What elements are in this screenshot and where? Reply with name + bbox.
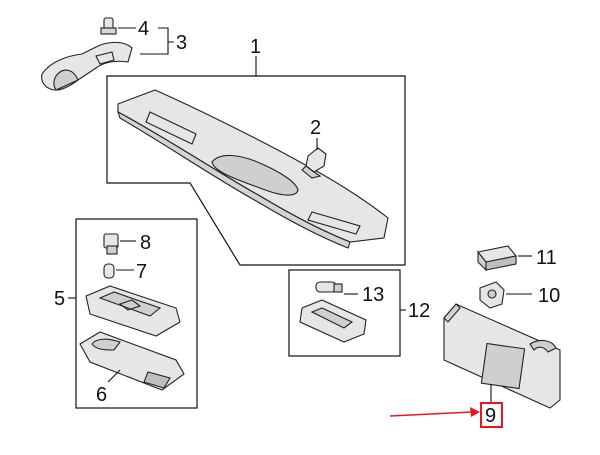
part-9-highlight-box <box>480 402 503 428</box>
part-6-lens[interactable] <box>79 331 185 391</box>
part-3-trim-piece[interactable] <box>41 41 133 91</box>
part-9-highlight-arrow <box>389 411 473 417</box>
part-10-holder[interactable] <box>479 281 505 309</box>
part-12-vanity-lamp[interactable] <box>299 299 367 343</box>
callout-3: 3 <box>176 32 187 54</box>
part-7-bulb[interactable] <box>103 263 115 279</box>
callout-8: 8 <box>140 232 151 254</box>
part-4-clip[interactable] <box>100 17 117 35</box>
callout-9: 9 <box>485 405 496 427</box>
part-13-bulb[interactable] <box>315 281 343 293</box>
callout-11: 11 <box>536 247 557 269</box>
part-9-sun-visor[interactable] <box>443 303 561 409</box>
leader-6 <box>107 369 121 383</box>
part-8-socket[interactable] <box>103 233 119 255</box>
callout-7: 7 <box>136 261 147 283</box>
part-2-clip[interactable] <box>301 147 327 179</box>
callout-1: 1 <box>250 36 261 58</box>
bracket-3 <box>140 27 174 55</box>
part-5-box <box>75 218 198 409</box>
part-11-clip[interactable] <box>477 245 517 272</box>
part-12-box <box>288 269 401 357</box>
part-1-box <box>106 75 406 266</box>
callout-13: 13 <box>362 284 384 306</box>
callout-2: 2 <box>310 117 321 139</box>
part-1-trim-panel[interactable] <box>117 89 389 249</box>
callout-4: 4 <box>138 18 149 40</box>
callout-12: 12 <box>408 300 430 322</box>
callout-5: 5 <box>54 288 65 310</box>
part-5-lamp-housing[interactable] <box>85 285 181 337</box>
part-9-arrowhead <box>470 407 480 417</box>
callout-6: 6 <box>96 384 107 406</box>
callout-10: 10 <box>538 285 560 307</box>
